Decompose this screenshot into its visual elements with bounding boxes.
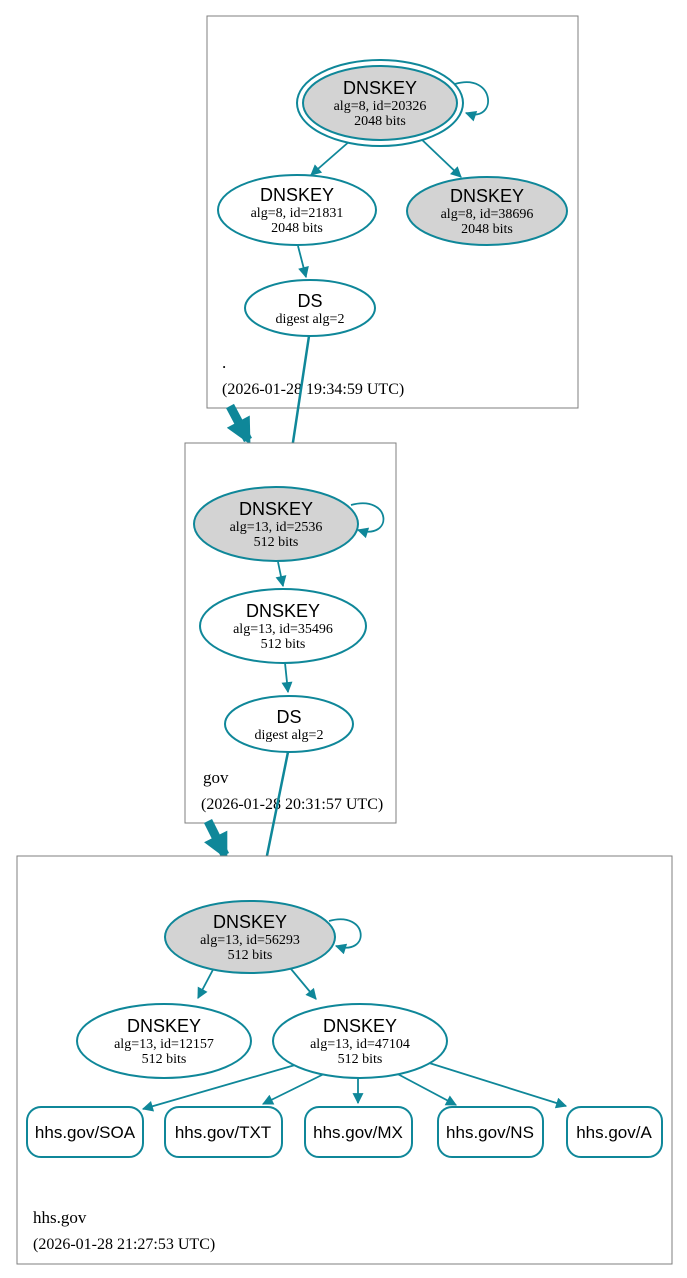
edge-hhs-zsk2-to-ns (391, 1070, 457, 1106)
rrset-txt-label: hhs.gov/TXT (175, 1123, 271, 1142)
rrset-soa-label: hhs.gov/SOA (35, 1123, 136, 1142)
root-zsk-title: DNSKEY (260, 185, 334, 205)
rrset-a-label: hhs.gov/A (576, 1123, 652, 1142)
hhs-zsk2-node: DNSKEY alg=13, id=47104 512 bits (272, 1003, 448, 1079)
hhs-zsk1-node: DNSKEY alg=13, id=12157 512 bits (76, 1003, 252, 1079)
root-zsk-alg: alg=8, id=21831 (251, 206, 344, 221)
root-ds-title: DS (297, 291, 322, 311)
edge-gov-ksk-to-zsk (275, 561, 287, 588)
delegation-arrow-root-to-gov (226, 403, 252, 445)
root-ds-digest: digest alg=2 (276, 312, 345, 327)
gov-ds-title: DS (276, 707, 301, 727)
delegation-arrow-gov-to-hhs (203, 818, 230, 860)
gov-zsk-alg: alg=13, id=35496 (233, 622, 333, 637)
gov-ksk-node: DNSKEY alg=13, id=2536 512 bits (193, 486, 359, 562)
hhs-ksk-title: DNSKEY (213, 912, 287, 932)
root-key2-alg: alg=8, id=38696 (441, 207, 534, 222)
hhs-ksk-node: DNSKEY alg=13, id=56293 512 bits (164, 900, 336, 974)
rrset-txt: hhs.gov/TXT (164, 1106, 283, 1158)
root-ksk-alg: alg=8, id=20326 (334, 99, 427, 114)
root-zone-label: . (222, 353, 226, 372)
gov-ksk-title: DNSKEY (239, 499, 313, 519)
root-ds-node: DS digest alg=2 (244, 279, 376, 337)
gov-zone-label: gov (203, 768, 229, 787)
edge-hhs-ksk-self-loop (328, 918, 362, 955)
hhs-zone-timestamp: (2026-01-28 21:27:53 UTC) (33, 1236, 215, 1253)
hhs-zsk2-alg: alg=13, id=47104 (310, 1037, 410, 1052)
root-key2-bits: 2048 bits (461, 222, 513, 237)
zone-cluster-hhs-gov: DNSKEY alg=13, id=56293 512 bits DNSKEY … (16, 855, 673, 1265)
gov-ds-digest: digest alg=2 (255, 728, 324, 743)
rrset-ns-label: hhs.gov/NS (446, 1123, 534, 1142)
root-ksk-title: DNSKEY (343, 78, 417, 98)
edge-gov-ksk-self-loop (350, 502, 385, 539)
rrset-mx-label: hhs.gov/MX (313, 1123, 403, 1142)
edge-hhs-zsk2-to-txt (262, 1070, 331, 1105)
rrset-a: hhs.gov/A (566, 1106, 663, 1158)
gov-ds-node: DS digest alg=2 (224, 695, 354, 753)
gov-ksk-alg: alg=13, id=2536 (230, 520, 323, 535)
root-ksk-bits: 2048 bits (354, 114, 406, 129)
hhs-zsk1-title: DNSKEY (127, 1016, 201, 1036)
root-zone-timestamp: (2026-01-28 19:34:59 UTC) (222, 381, 404, 398)
hhs-ksk-bits: 512 bits (228, 948, 273, 963)
rrset-ns: hhs.gov/NS (437, 1106, 544, 1158)
zone-cluster-gov: DNSKEY alg=13, id=2536 512 bits DNSKEY a… (184, 442, 397, 824)
rrset-mx: hhs.gov/MX (304, 1106, 413, 1158)
zone-cluster-root: DNSKEY alg=8, id=20326 2048 bits DNSKEY … (206, 15, 579, 409)
root-key2-title: DNSKEY (450, 186, 524, 206)
hhs-zsk1-alg: alg=13, id=12157 (114, 1037, 214, 1052)
root-key2-node: DNSKEY alg=8, id=38696 2048 bits (406, 176, 568, 246)
edge-gov-zsk-to-ds (281, 662, 293, 694)
hhs-ksk-alg: alg=13, id=56293 (200, 933, 300, 948)
gov-zone-timestamp: (2026-01-28 20:31:57 UTC) (201, 796, 383, 813)
gov-zsk-node: DNSKEY alg=13, id=35496 512 bits (199, 588, 367, 664)
root-zsk-bits: 2048 bits (271, 221, 323, 236)
edge-hhs-zsk2-to-soa (141, 1062, 303, 1112)
edge-root-zsk-to-ds (297, 245, 309, 279)
hhs-zsk2-bits: 512 bits (338, 1052, 383, 1067)
gov-ksk-bits: 512 bits (254, 535, 299, 550)
edge-root-ksk-to-key2 (417, 135, 462, 178)
edge-hhs-zsk2-to-a (425, 1061, 568, 1109)
hhs-zsk1-bits: 512 bits (142, 1052, 187, 1067)
hhs-zsk2-title: DNSKEY (323, 1016, 397, 1036)
hhs-zone-label: hhs.gov (33, 1208, 87, 1227)
gov-zsk-bits: 512 bits (261, 637, 306, 652)
edge-root-ksk-self-loop (454, 81, 489, 122)
gov-zsk-title: DNSKEY (246, 601, 320, 621)
root-ksk-node: DNSKEY alg=8, id=20326 2048 bits (296, 59, 464, 147)
rrset-soa: hhs.gov/SOA (26, 1106, 144, 1158)
root-zsk-node: DNSKEY alg=8, id=21831 2048 bits (217, 174, 377, 246)
edge-root-ksk-to-zsk (310, 139, 352, 176)
